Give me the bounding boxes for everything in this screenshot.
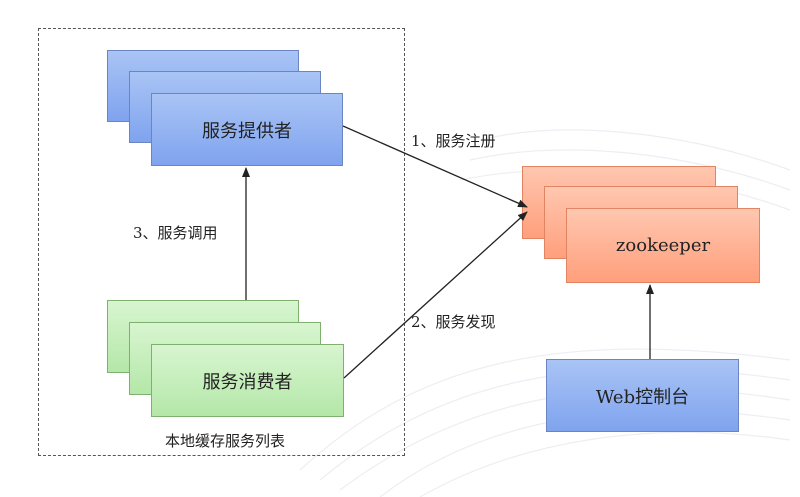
local-cache-caption: 本地缓存服务列表 [165,432,286,450]
invoke-label: 3、服务调用 [133,224,218,242]
service-provider-label: 服务提供者 [202,120,292,142]
zookeeper-label: zookeeper [615,235,711,256]
discover-label: 2、服务发现 [411,313,496,331]
web-console-node: Web控制台 [546,359,739,432]
service-consumer-node: 服务消费者 [151,344,344,417]
discover-arrow [343,211,528,379]
web-console-label: Web控制台 [595,386,690,408]
zookeeper-node: zookeeper [566,208,760,283]
local-cache-group-border [38,28,405,456]
register-arrow [342,125,528,208]
service-provider-node: 服务提供者 [151,93,343,166]
service-consumer-label: 服务消费者 [202,371,293,393]
register-label: 1、服务注册 [411,132,496,150]
